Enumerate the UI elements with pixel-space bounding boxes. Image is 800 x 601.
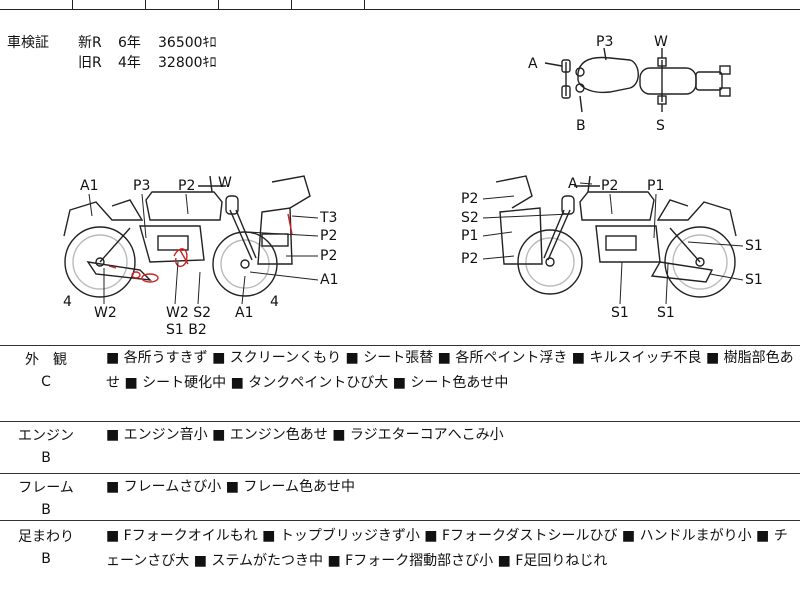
new-registration-years: 6年: [118, 35, 141, 51]
right-label-s1-b: S1: [745, 272, 763, 288]
left-label-a1: A1: [80, 178, 98, 194]
old-registration-km: 32800ｷﾛ: [158, 55, 217, 71]
left-label-a1c: A1: [235, 305, 253, 321]
section-name: エンジン B: [0, 425, 92, 469]
section-exterior: 外 観 C ■ 各所うすきず ■ スクリーンくもり ■ シート張替 ■ 各所ペイ…: [0, 345, 800, 422]
section-text: ■ エンジン音小 ■ エンジン色あせ ■ ラジエターコアへこみ小: [106, 427, 504, 443]
bike-right-view: [495, 175, 737, 298]
old-registration-tag: 旧R: [78, 55, 102, 71]
right-label-s1-a: S1: [745, 238, 763, 254]
left-label-4-left: 4: [63, 294, 72, 310]
left-label-p3: P3: [133, 178, 150, 194]
section-name: 外 観 C: [0, 349, 92, 393]
left-label-p2c: P2: [320, 248, 337, 264]
left-label-w: W: [218, 175, 232, 191]
left-label-t3: T3: [319, 210, 337, 226]
right-label-s2: S2: [461, 210, 479, 226]
section-grade: C: [41, 374, 51, 390]
section-title: エンジン: [18, 428, 74, 444]
section-suspension: 足まわり B ■ Fフォークオイルもれ ■ トップブリッジきず小 ■ Fフォーク…: [0, 520, 800, 601]
right-label-p2: P2: [601, 178, 618, 194]
left-label-s1-b2: S1 B2: [166, 322, 207, 338]
top-label-s: S: [656, 118, 665, 134]
left-label-w2-s2: W2 S2: [166, 305, 211, 321]
section-text: ■ 各所うすきず ■ スクリーンくもり ■ シート張替 ■ 各所ペイント浮き ■…: [106, 350, 794, 391]
section-name: 足まわり B: [0, 526, 92, 570]
right-label-s1-d: S1: [657, 305, 675, 321]
section-text: ■ Fフォークオイルもれ ■ トップブリッジきず小 ■ Fフォークダストシールひ…: [106, 528, 788, 569]
bike-top-view: [544, 47, 731, 113]
damage-diagram: A P3 W B S A1 P3 P2 W T3 P2: [63, 34, 763, 338]
right-label-p2-left: P2: [461, 191, 478, 207]
bike-left-view: [63, 175, 311, 298]
left-label-a1b: A1: [320, 272, 338, 288]
section-engine: エンジン B ■ エンジン音小 ■ エンジン色あせ ■ ラジエターコアへこみ小: [0, 421, 800, 474]
section-text: ■ フレームさび小 ■ フレーム色あせ中: [106, 479, 355, 495]
damage-marks: [108, 213, 293, 283]
top-table-strip: [0, 0, 800, 10]
new-registration-tag: 新R: [78, 35, 102, 51]
table-border: [0, 9, 800, 10]
left-label-w2: W2: [94, 305, 117, 321]
section-name: フレーム B: [0, 477, 92, 521]
right-label-p2-left-2: P2: [461, 251, 478, 267]
top-label-a: A: [528, 56, 538, 72]
left-label-p2b: P2: [320, 228, 337, 244]
right-leader-lines: [482, 182, 744, 305]
right-label-p1-left: P1: [461, 228, 478, 244]
right-label-a: A: [568, 176, 578, 192]
right-label-s1-c: S1: [611, 305, 629, 321]
top-label-b: B: [576, 118, 586, 134]
right-label-p1: P1: [647, 178, 664, 194]
left-leader-lines: [88, 193, 319, 305]
section-title: 外 観: [25, 352, 67, 368]
old-registration-years: 4年: [118, 55, 141, 71]
table-cell: [292, 0, 365, 9]
left-label-4-right: 4: [270, 294, 279, 310]
section-grade: B: [41, 551, 51, 567]
section-title: 足まわり: [18, 529, 74, 545]
section-grade: B: [41, 502, 51, 518]
top-label-p3: P3: [596, 34, 613, 50]
top-label-w: W: [654, 34, 668, 50]
registration-label: 車検証: [7, 35, 49, 51]
new-registration-km: 36500ｷﾛ: [158, 35, 217, 51]
table-cell: [146, 0, 219, 9]
section-grade: B: [41, 450, 51, 466]
table-cell: [73, 0, 146, 9]
section-title: フレーム: [18, 480, 74, 496]
table-cell: [0, 0, 73, 9]
left-label-p2: P2: [178, 178, 195, 194]
table-cell: [219, 0, 292, 9]
section-frame: フレーム B ■ フレームさび小 ■ フレーム色あせ中: [0, 473, 800, 521]
